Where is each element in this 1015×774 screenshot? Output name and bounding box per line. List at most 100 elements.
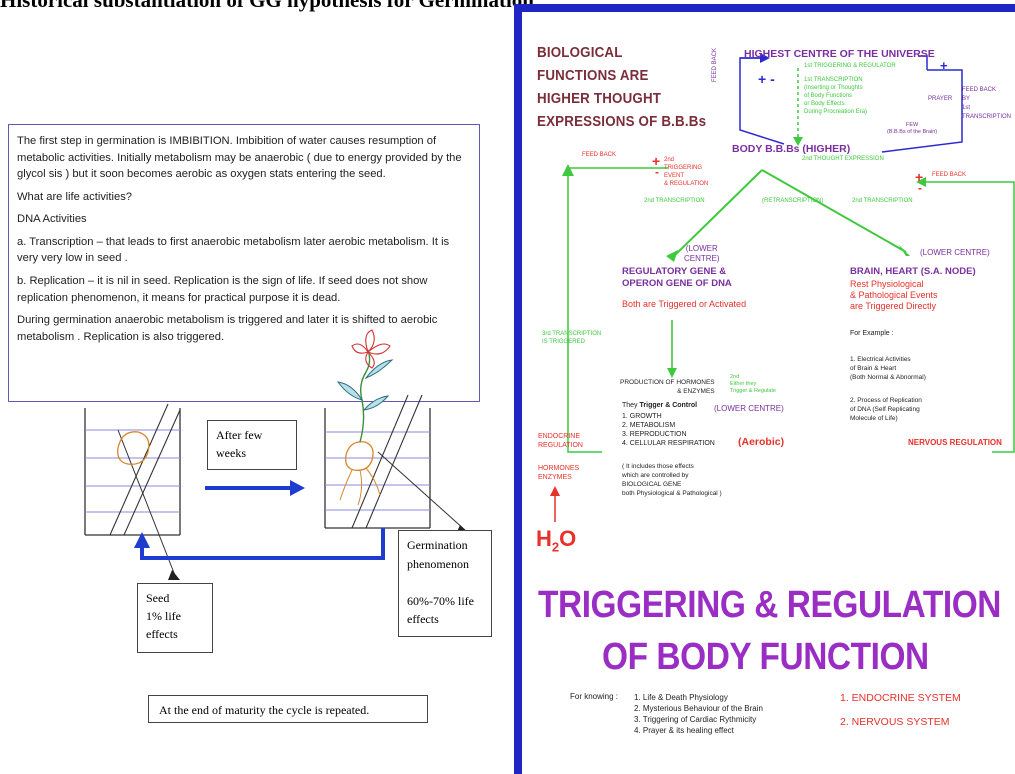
cycle-note: At the end of maturity the cycle is repe…: [148, 695, 428, 723]
example-one-line: 1. Electrical Activities: [850, 356, 911, 363]
endocrine-line: REGULATION: [538, 442, 583, 449]
body-function-poster: + - + + - + - BIOLOGICAL FUNCTIONS ARE H…: [514, 4, 1015, 774]
first-transcription-line: or Body Effects: [804, 101, 845, 107]
function-list: 1. GROWTH 2. METABOLISM 3. REPRODUCTION …: [622, 412, 715, 448]
seed-beaker: [84, 403, 181, 579]
endocrine-line: ENDOCRINE: [538, 433, 581, 440]
function-list-item: 1. GROWTH: [622, 413, 662, 420]
either-line: Either they: [730, 381, 757, 387]
cycle-return-arrow: [134, 528, 385, 560]
for-example-label: For Example :: [850, 330, 894, 337]
production-line: & ENZYMES: [677, 388, 715, 395]
function-list-item: 2. METABOLISM: [622, 422, 676, 429]
feedback-by-line: BY: [962, 96, 971, 102]
germination-text-box: The first step in germination is IMBIBIT…: [8, 124, 480, 402]
feedback-right-label: FEED BACK: [932, 172, 967, 178]
brain-heart-label: BRAIN, HEART (S.A. NODE): [850, 266, 976, 277]
big-title-line2: OF BODY FUNCTION: [602, 636, 929, 678]
paragraph-dna-activities: DNA Activities: [17, 213, 87, 226]
feedback-vertical-label: FEED BACK: [712, 47, 718, 82]
for-knowing-label: For knowing :: [570, 692, 619, 701]
triggering-event-line: EVENT: [664, 173, 685, 179]
svg-text:+: +: [940, 58, 948, 73]
rest-events-label: Rest Physiological & Pathological Events…: [850, 279, 938, 312]
after-weeks-label: After few weeks: [207, 420, 297, 470]
they-label: They: [622, 402, 640, 409]
body-bbb-label: BODY B.B.Bs (HIGHER): [732, 143, 851, 155]
paragraph-life-activities: What are life activities?: [17, 190, 133, 203]
feedback-by-line: TRANSCRIPTION: [962, 114, 1012, 120]
feedback-by-line: 1st: [962, 105, 971, 111]
lower-centre-line: (LOWER: [685, 244, 718, 253]
includes-note: ( It includes those effects which are co…: [622, 462, 722, 498]
regulatory-line: OPERON GENE OF DNA: [622, 278, 732, 289]
thought-expression-label: 2nd THOUGHT EXPRESSION: [802, 156, 884, 162]
third-transcription-label: 3rd TRANSCRIPTION IS TRIGGERED: [542, 330, 601, 346]
nervous-regulation-label: NERVOUS REGULATION: [908, 438, 1002, 447]
example-two-line: Molecule of Life): [850, 415, 898, 422]
few-line: FEW: [905, 122, 919, 128]
h2o-subscript: 2: [551, 539, 560, 555]
paragraph-replication: b. Replication – it is nil in seed. Repl…: [17, 275, 428, 304]
example-two-line: of DNA (Self Replicating: [850, 406, 920, 413]
triggering-event-line: & REGULATION: [664, 181, 709, 187]
third-transcription-line: IS TRIGGERED: [542, 339, 585, 345]
prayer-label: PRAYER: [928, 96, 953, 102]
knowing-item: 1. Life & Death Physiology: [634, 693, 728, 702]
poster-connectors: + - + + - + -: [550, 53, 1015, 522]
heading-line: EXPRESSIONS OF B.B.Bs: [537, 114, 707, 130]
svg-text:+: +: [652, 153, 660, 169]
endocrine-regulation-label: ENDOCRINE REGULATION: [538, 432, 583, 450]
example-two-line: 2. Process of Replication: [850, 397, 922, 404]
either-line: Trigger & Regulate: [730, 388, 776, 394]
trigger-control-label: Trigger & Control: [639, 402, 698, 409]
hormones-line: ENZYMES: [538, 474, 572, 481]
regulatory-gene-label: REGULATORY GENE & OPERON GENE OF DNA: [622, 266, 732, 290]
first-triggering: 1st TRIGGERING & REGULATOR: [804, 63, 896, 69]
they-trigger-label: They Trigger & Control: [622, 402, 697, 409]
second-transcription-right: 2nd TRANSCRIPTION: [852, 198, 913, 204]
after-weeks-arrow: [205, 480, 305, 496]
hormones-line: HORMONES: [538, 465, 580, 472]
includes-line: BIOLOGICAL GENE: [622, 481, 682, 488]
first-transcription-line: of Body Functions: [804, 93, 853, 99]
h2o-label: H2O: [536, 526, 576, 554]
few-line: (B.B.Bs of the Brain): [887, 129, 938, 135]
heading-line: FUNCTIONS ARE: [537, 68, 649, 84]
rest-events-line: & Pathological Events: [850, 290, 938, 300]
triggering-event-line: 2nd: [664, 157, 675, 163]
includes-line: both Physiological & Pathological ): [622, 490, 722, 497]
knowing-item: 2. Mysterious Behaviour of the Brain: [634, 704, 763, 713]
feedback-by-line: FEED BACK: [962, 87, 997, 93]
function-list-item: 4. CELLULAR RESPIRATION: [622, 440, 715, 447]
example-one-line: (Both Normal & Abnormal): [850, 374, 926, 381]
both-triggered-label: Both are Triggered or Activated: [622, 299, 747, 309]
first-transcription-line: 1st TRANSCRIPTION: [804, 77, 863, 83]
regulatory-line: REGULATORY GENE &: [622, 266, 727, 277]
feedback-by-label: FEED BACK BY 1st TRANSCRIPTION: [962, 86, 1011, 122]
third-transcription-line: 3rd TRANSCRIPTION: [542, 331, 602, 337]
production-line: PRODUCTION OF HORMONES: [620, 379, 715, 386]
triggering-event-line: TRIGGERING: [664, 165, 703, 171]
lower-centre-middle: (LOWER CENTRE): [714, 404, 784, 413]
feedback-left-label: FEED BACK: [582, 152, 617, 158]
example-one-line: of Brain & Heart: [850, 365, 897, 372]
svg-text:+: +: [915, 169, 923, 185]
knowing-list: 1. Life & Death Physiology 2. Mysterious…: [634, 692, 763, 736]
poster-heading: BIOLOGICAL FUNCTIONS ARE HIGHER THOUGHT …: [537, 42, 706, 134]
lower-centre-right: (LOWER CENTRE): [920, 248, 990, 257]
endocrine-system-label: 1. ENDOCRINE SYSTEM: [840, 692, 961, 704]
paragraph-transcription: a. Transcription – that leads to first a…: [17, 235, 450, 265]
function-list-item: 3. REPRODUCTION: [622, 431, 687, 438]
big-title-line1: TRIGGERING & REGULATION: [538, 584, 1001, 626]
production-label: PRODUCTION OF HORMONES & ENZYMES: [620, 378, 715, 396]
page-title: Historical substantiation of GG hypothes…: [0, 0, 534, 12]
svg-text:-: -: [918, 181, 922, 195]
first-transcription: 1st TRANSCRIPTION (Inserting or Thoughts…: [804, 76, 867, 116]
lower-centre-left: (LOWER CENTRE): [684, 244, 720, 264]
germination-label: Germination phenomenon 60%-70% life effe…: [398, 530, 492, 637]
includes-line: which are controlled by: [622, 472, 689, 479]
germination-drawing: [84, 329, 468, 580]
aerobic-label: (Aerobic): [738, 436, 785, 448]
lower-centre-line: CENTRE): [684, 254, 720, 263]
